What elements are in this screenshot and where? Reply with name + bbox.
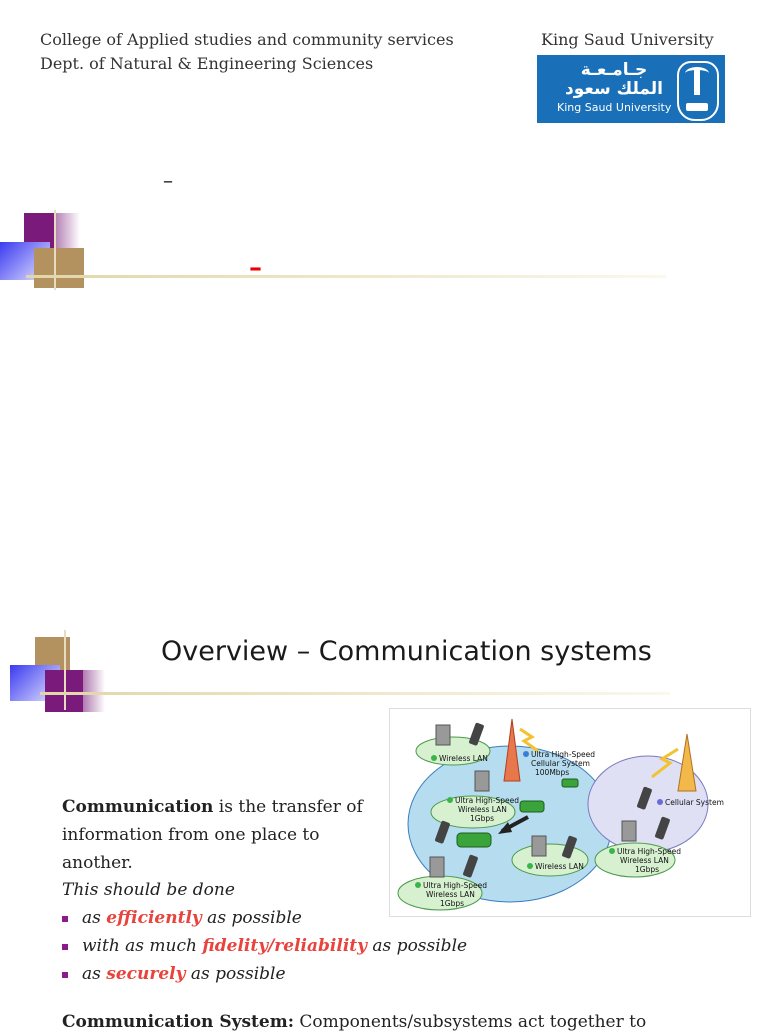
system-text: Components/subsystems act together to [293, 1012, 647, 1032]
svg-text:Cellular System: Cellular System [665, 798, 724, 807]
logo-arabic-text: جـامـعـة الملك سعود [565, 60, 663, 99]
svg-text:Ultra High-Speed: Ultra High-Speed [423, 881, 487, 890]
university-logo: جـامـعـة الملك سعود King Saud University [537, 55, 725, 123]
svg-text:Wireless LAN: Wireless LAN [620, 856, 669, 865]
college-name: College of Applied studies and community… [40, 30, 454, 49]
university-name: King Saud University [541, 30, 714, 49]
logo-english-text: King Saud University [557, 101, 672, 114]
list-item: as efficiently as possible [62, 904, 467, 932]
slide-1-decoration [0, 210, 700, 295]
communication-system-text: Communication System: Components/subsyst… [62, 1008, 762, 1036]
diagram-label: Wireless LAN [439, 754, 488, 763]
svg-text:Wireless LAN: Wireless LAN [426, 890, 475, 899]
communication-definition: Communication is the transfer of informa… [62, 793, 392, 877]
svg-text:Cellular System: Cellular System [531, 759, 590, 768]
svg-text:Ultra High-Speed: Ultra High-Speed [455, 796, 519, 805]
network-diagram: Wireless LAN Ultra High-Speed Cellular S… [389, 708, 751, 917]
svg-text:Ultra High-Speed: Ultra High-Speed [531, 750, 595, 759]
goal-list: as efficiently as possible with as much … [62, 904, 467, 988]
slide-2-decoration [0, 630, 700, 715]
svg-text:Ultra High-Speed: Ultra High-Speed [617, 847, 681, 856]
list-item: as securely as possible [62, 960, 467, 988]
slide-1-dash: – [163, 168, 173, 192]
slide-title: Overview – Communication systems [161, 636, 652, 667]
svg-text:Wireless LAN: Wireless LAN [458, 805, 507, 814]
department-name: Dept. of Natural & Engineering Sciences [40, 54, 374, 73]
slide-1-red-dash: – [249, 253, 262, 283]
should-be-done-text: This should be done [62, 880, 235, 900]
svg-text:1Gbps: 1Gbps [635, 865, 659, 874]
svg-text:Wireless LAN: Wireless LAN [535, 862, 584, 871]
list-item: with as much fidelity/reliability as pos… [62, 932, 467, 960]
svg-text:1Gbps: 1Gbps [470, 814, 494, 823]
system-term: Communication System: [62, 1012, 294, 1032]
definition-text: is the transfer of information from one … [62, 797, 363, 873]
definition-term: Communication [62, 797, 214, 817]
svg-text:100Mbps: 100Mbps [535, 768, 569, 777]
palm-emblem-icon [677, 61, 719, 121]
svg-text:1Gbps: 1Gbps [440, 899, 464, 908]
